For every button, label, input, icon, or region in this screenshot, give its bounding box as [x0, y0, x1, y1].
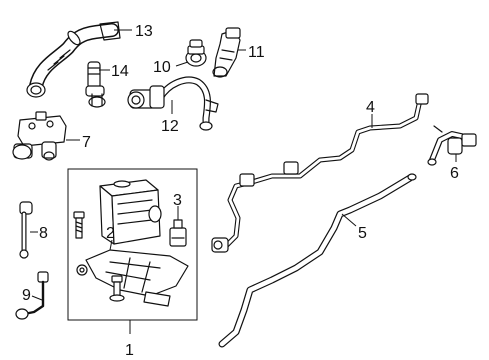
callout-4: 4: [366, 99, 375, 116]
callout-8: 8: [39, 225, 48, 242]
callout-6: 6: [450, 165, 459, 182]
callout-2: 2: [106, 225, 115, 242]
callout-14: 14: [111, 63, 129, 80]
tube-part-5: [218, 173, 417, 348]
callout-12: 12: [161, 118, 179, 135]
sensor-part-9: [15, 271, 49, 320]
callout-5: 5: [358, 225, 367, 242]
callout-1: 1: [125, 342, 134, 359]
callout-11: 11: [248, 44, 265, 61]
callout-3: 3: [173, 192, 182, 209]
fitting-part-10: [185, 39, 207, 67]
callout-10: 10: [153, 59, 171, 76]
callout-13: 13: [135, 23, 153, 40]
bracket-part-2: [76, 249, 189, 307]
assembly-box: [67, 168, 198, 321]
hose-part-13: [26, 21, 121, 98]
connector-part-6: [427, 125, 477, 166]
valve-part-7: [12, 111, 67, 161]
callout-7: 7: [82, 134, 91, 151]
elbow-fitting-part-11: [212, 27, 241, 78]
canister: [99, 179, 162, 245]
callout-9: 9: [22, 287, 31, 304]
bolt: [73, 211, 85, 239]
hose-part-12: [127, 76, 219, 131]
bolt: [109, 275, 125, 302]
valve-part-3: [169, 219, 187, 247]
sensor-part-8: [19, 201, 33, 259]
tube-part-4: [211, 93, 429, 253]
connector-part-14: [85, 61, 106, 108]
